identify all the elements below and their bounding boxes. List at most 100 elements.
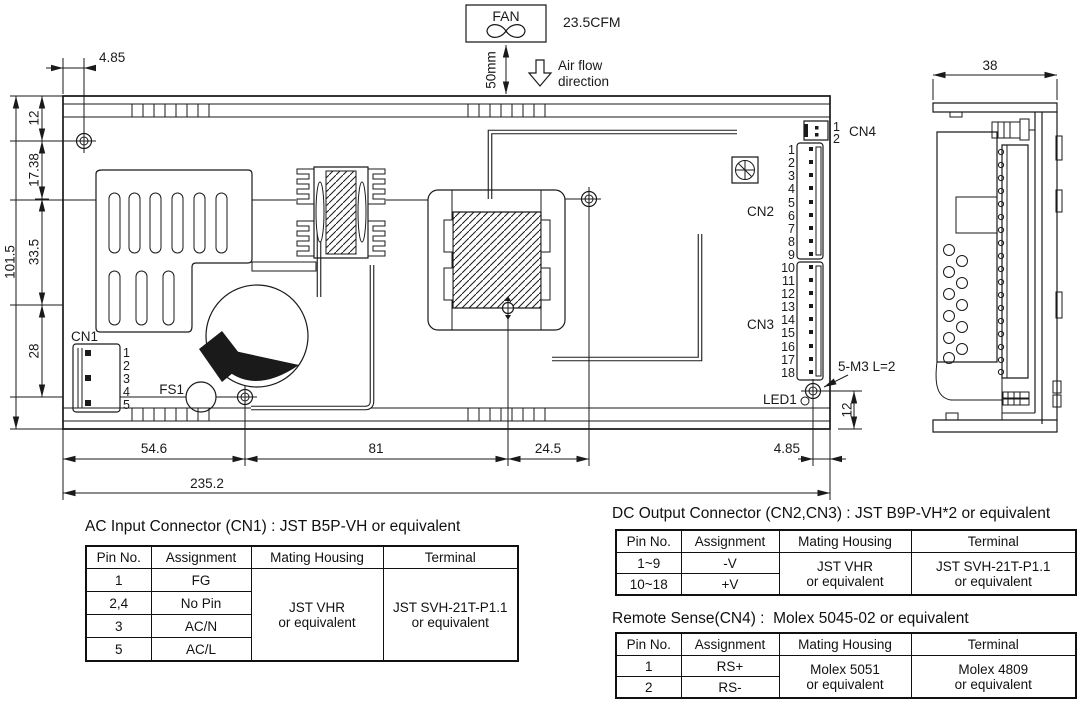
cn2-pin-label: 6 (788, 209, 795, 223)
side-vent-holes (944, 245, 968, 364)
mating-line2: or equivalent (806, 676, 884, 692)
side-cn4-profile (992, 119, 1035, 140)
cell-pin: 10~18 (615, 573, 682, 596)
capacitor (199, 285, 308, 387)
col-header: Mating Housing (778, 632, 912, 656)
heatsink (96, 170, 316, 332)
mounting-hole (233, 385, 257, 409)
cell-assignment: No Pin (150, 591, 252, 615)
dc-table: Pin No. Assignment Mating Housing Termin… (615, 529, 1077, 596)
terminal-line1: JST SVH-21T-P1.1 (392, 599, 508, 615)
top-left-extension-lines (63, 58, 84, 130)
dim-overall-width: 235.2 (190, 476, 224, 491)
dim-h3: 33.5 (27, 239, 42, 265)
cn2-pin-label: 5 (788, 196, 795, 210)
screw-note: 5-M3 L=2 (824, 359, 895, 387)
table-row: 1 FG JST VHR or equivalent JST SVH-21T-P… (85, 568, 519, 662)
side-clip (1056, 136, 1062, 160)
mating-line2: or equivalent (278, 614, 356, 630)
side-heatsink-block (937, 132, 997, 362)
table-row: 10~18 +V (615, 573, 1076, 596)
col-header: Assignment (150, 545, 252, 569)
heatsink-slots (109, 193, 227, 325)
side-top-notch (950, 112, 962, 117)
component-link-lines (120, 199, 581, 397)
col-header: Terminal (910, 632, 1077, 656)
input-choke (297, 167, 385, 258)
fan-assembly: FAN 23.5CFM 50mm Air flow direction (466, 5, 621, 94)
cn3-pin-label: 16 (781, 340, 795, 354)
main-transformer (428, 190, 565, 330)
cn2-pin-label: 2 (788, 156, 795, 170)
cn2-pin-label: 4 (788, 182, 795, 196)
cell-mating-housing: Molex 5051 or equivalent (778, 655, 912, 699)
col-header: Pin No. (85, 545, 152, 569)
mounting-holes (72, 129, 825, 409)
fan-label: FAN (492, 8, 519, 24)
cn1-pin-label: 2 (123, 359, 130, 373)
cell-assignment: RS- (680, 676, 780, 699)
cell-terminal: Molex 4809 or equivalent (910, 655, 1077, 699)
dim-w4: 4.85 (774, 441, 800, 456)
side-foot-profile (936, 362, 1002, 420)
dim-overall-height: 101.5 (3, 245, 18, 279)
side-case-wall (1035, 112, 1057, 424)
cn1-pin-label: 5 (123, 398, 130, 412)
dim-w2: 81 (368, 441, 383, 456)
cn2-pin-label: 9 (788, 248, 795, 262)
ac-table: Pin No. Assignment Mating Housing Termin… (85, 545, 519, 662)
col-header: Mating Housing (250, 545, 384, 569)
cell-pin: 2 (615, 676, 682, 699)
col-header: Mating Housing (778, 529, 912, 553)
mating-line1: Molex 5051 (810, 661, 880, 677)
cn4-pin-label: 1 (833, 120, 840, 134)
side-clip (1056, 292, 1062, 318)
col-header: Assignment (680, 632, 780, 656)
terminal-line2: or equivalent (411, 614, 489, 630)
cn1-label: CN1 (71, 329, 98, 344)
mating-line1: JST VHR (288, 599, 345, 615)
side-clip (1053, 381, 1061, 393)
side-clip (1053, 395, 1061, 407)
cn3-pin-label: 11 (782, 274, 795, 288)
cell-pin: 3 (85, 614, 152, 638)
transformer-screw (500, 296, 516, 320)
col-header: Pin No. (615, 529, 682, 553)
rs-table-title: Remote Sense(CN4) : Molex 5045-02 or equ… (612, 610, 969, 627)
table-row: 1~9 -V JST VHR or equivalent JST SVH-21T… (615, 552, 1077, 596)
table-header-row: Pin No. Assignment Mating Housing Termin… (615, 632, 1077, 656)
board-rails (63, 104, 830, 421)
cell-assignment: AC/N (150, 614, 252, 638)
dc-table-title: DC Output Connector (CN2,CN3) : JST B9P-… (612, 505, 1051, 522)
cell-assignment: +V (680, 573, 780, 596)
dim-side-depth: 38 (982, 58, 997, 73)
fan-box (466, 5, 546, 42)
bottom-extension-lines (63, 207, 830, 500)
cell-assignment: -V (680, 552, 780, 574)
table-row: 1 RS+ Molex 5051 or equivalent Molex 480… (615, 655, 1077, 699)
dim-w3: 24.5 (535, 441, 561, 456)
cell-pin: 2,4 (85, 591, 152, 615)
cell-pin: 1 (615, 655, 682, 677)
cn1-pin-label: 3 (123, 372, 130, 386)
airflow-label-1: Air flow (558, 58, 603, 73)
cn2-connector: 1 2 3 4 5 6 7 8 9 CN2 (747, 143, 823, 262)
fs1-label: FS1 (159, 382, 184, 397)
cn3-pin-label: 14 (781, 313, 795, 327)
fan-distance-text: 50mm (484, 51, 499, 89)
table-row: 2 RS- (615, 676, 1076, 699)
side-view: 38 (933, 58, 1062, 432)
col-header: Pin No. (615, 632, 682, 656)
cell-mating-housing: JST VHR or equivalent (778, 552, 912, 596)
vent-ticks-top-right (468, 104, 545, 117)
cell-pin: 1 (85, 568, 152, 592)
vent-ticks-top-left (132, 104, 209, 117)
col-header: Terminal (910, 529, 1077, 553)
cn3-pin-label: 10 (781, 261, 795, 275)
cell-pin: 5 (85, 637, 152, 662)
terminal-line1: JST SVH-21T-P1.1 (935, 558, 1051, 574)
fan-blade-icon (487, 25, 525, 38)
cell-assignment: FG (150, 568, 252, 592)
cn3-pin-label: 12 (781, 287, 795, 301)
fs1-fuse: FS1 (159, 382, 216, 412)
